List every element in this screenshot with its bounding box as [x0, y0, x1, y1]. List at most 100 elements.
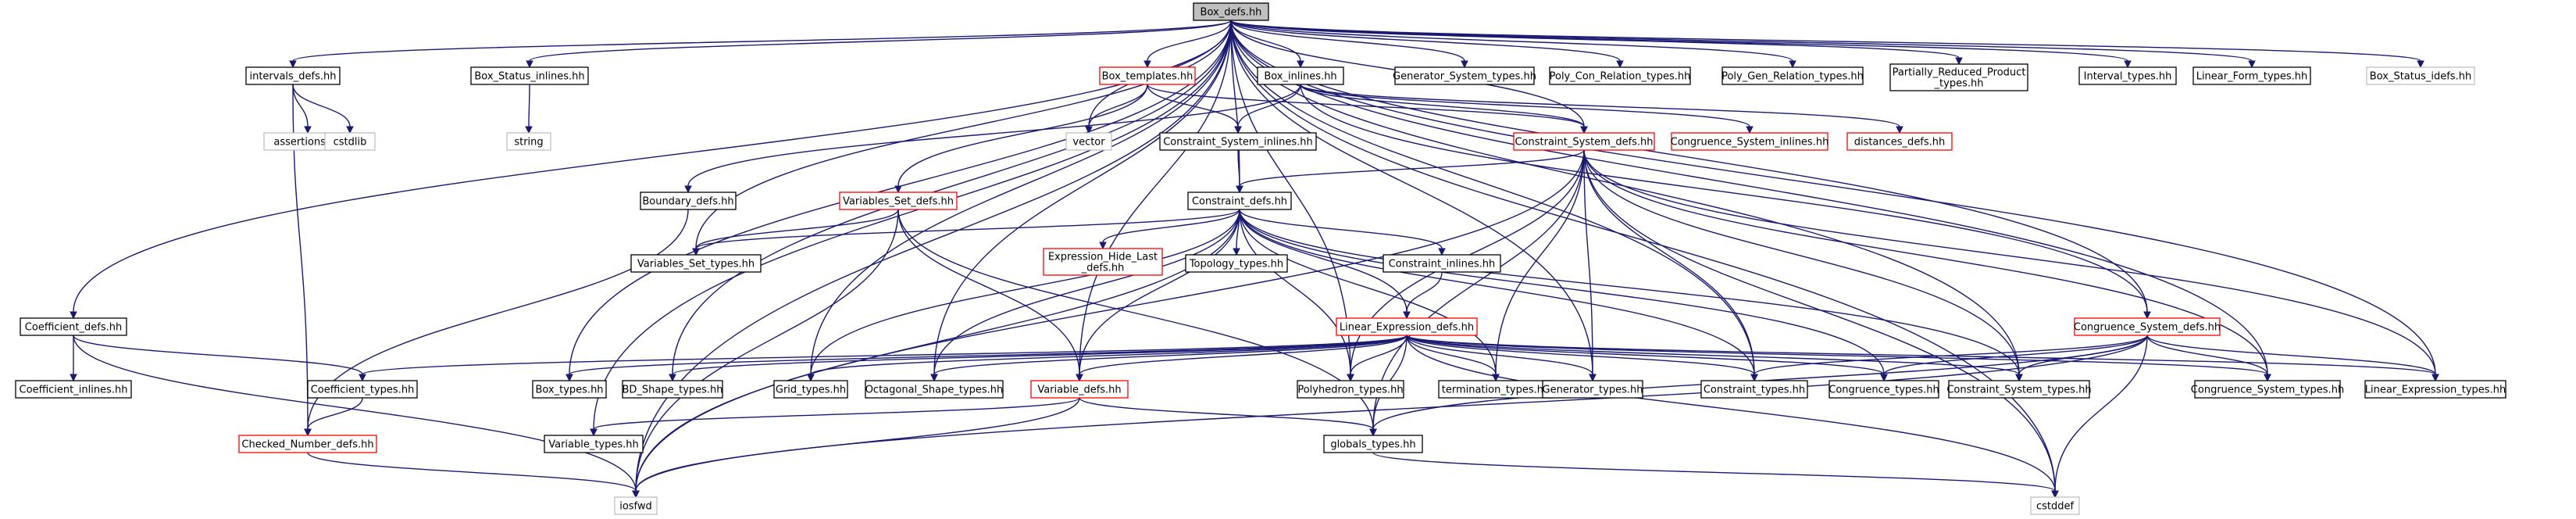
- node-box-types[interactable]: Box_types.hh: [532, 380, 607, 399]
- node-partially-reduced-product-types[interactable]: Partially_Reduced_Product_types.hh: [1889, 63, 2028, 91]
- node-poly-con-relation-types[interactable]: Poly_Con_Relation_types.hh: [1549, 66, 1691, 85]
- node-constraint-system-inlines[interactable]: Constraint_System_inlines.hh: [1159, 132, 1317, 151]
- node-expression-hide-last-defs[interactable]: Expression_Hide_Last_defs.hh: [1043, 248, 1163, 276]
- node-variables-set-defs[interactable]: Variables_Set_defs.hh: [839, 191, 958, 210]
- node-coefficient-defs[interactable]: Coefficient_defs.hh: [20, 317, 127, 336]
- node-box-templates[interactable]: Box_templates.hh: [1099, 66, 1196, 85]
- node-label: Constraint_defs.hh: [1192, 196, 1287, 208]
- node-polyhedron-types[interactable]: Polyhedron_types.hh: [1297, 380, 1404, 399]
- node-constraint-types[interactable]: Constraint_types.hh: [1700, 380, 1808, 399]
- arrowhead-box_inlines-to-constraint_system_inlines: [1234, 126, 1242, 134]
- edge-box_defs-to-box_status_inlines: [529, 20, 1232, 62]
- edge-constraint_defs-to-grid_types: [810, 209, 1240, 375]
- node-termination-types[interactable]: termination_types.hh: [1438, 380, 1554, 399]
- node-box: [2366, 66, 2475, 85]
- node-boundary-defs[interactable]: Boundary_defs.hh: [640, 191, 737, 210]
- edge-linear_expression_defs-to-constraint_types: [1406, 335, 1755, 375]
- node-bd-shape-types[interactable]: BD_Shape_types.hh: [622, 380, 723, 399]
- arrowhead-linear_expression_defs-to-bd_shape_types: [669, 374, 676, 382]
- node-intervals-defs[interactable]: intervals_defs.hh: [245, 66, 341, 85]
- edge-constraint_system_defs-to-constraint_system_types: [1583, 149, 2020, 375]
- node-topology-types[interactable]: Topology_types.hh: [1185, 254, 1288, 273]
- arrowhead-linear_expression_defs-to-octagonal_shape_types: [930, 374, 938, 382]
- node-label-line: _types.hh: [1934, 78, 1984, 90]
- node-label: Box_Status_idefs.hh: [2370, 71, 2471, 83]
- header-file-nodes: Box_defs.hh intervals_defs.hh Box_Status_i…: [15, 2, 2506, 515]
- node-box-inlines[interactable]: Box_inlines.hh: [1257, 66, 1344, 85]
- edge-box_defs-to-poly_gen_relation_types: [1230, 20, 1793, 62]
- edge-constraint_system_defs-to-constraint_types: [1583, 149, 1755, 375]
- node-distances-defs[interactable]: distances_defs.hh: [1846, 132, 1953, 151]
- arrowhead-congruence_system_defs-to-constraint_system_types: [2015, 374, 2023, 382]
- node-constraint-system-types[interactable]: Constraint_System_types.hh: [1946, 380, 2092, 399]
- node-label: Grid_types.hh: [776, 385, 846, 396]
- arrowhead-variable_defs-to-variable_types: [590, 428, 598, 437]
- node-label-line: Box_inlines.hh: [1264, 71, 1336, 83]
- node-congruence-system-types[interactable]: Congruence_System_types.hh: [2191, 380, 2344, 399]
- arrowhead-constraint_system_defs-to-constraint_defs: [1236, 185, 1243, 194]
- edge-congruence_system_defs-to-linear_expression_types: [2146, 335, 2436, 375]
- arrowhead-constraint_defs-to-constraint_inlines: [1438, 248, 1446, 256]
- edge-constraint_defs-to-variables_set_types: [695, 209, 1240, 249]
- node-box: [1700, 380, 1808, 399]
- node-label: Box_inlines.hh: [1264, 71, 1336, 83]
- node-congruence-types[interactable]: Congruence_types.hh: [1829, 380, 1939, 399]
- arrowhead-box_templates-to-variables_set_defs: [894, 185, 902, 194]
- node-box-defs[interactable]: Box_defs.hh: [1193, 2, 1269, 21]
- node-generator-system-types[interactable]: Generator_System_types.hh: [1393, 66, 1536, 85]
- edge-constraint_system_inlines-to-constraint_defs: [1237, 149, 1240, 187]
- node-constraint-system-defs[interactable]: Constraint_System_defs.hh: [1513, 132, 1655, 151]
- node-checked-number-defs[interactable]: Checked_Number_defs.hh: [238, 435, 377, 453]
- node-coefficient-inlines[interactable]: Coefficient_inlines.hh: [15, 380, 132, 399]
- node-label-line: Interval_types.hh: [2084, 71, 2172, 83]
- node-label-line: Constraint_defs.hh: [1192, 196, 1287, 208]
- node-label: Variable_defs.hh: [1037, 385, 1121, 396]
- edge-box_defs-to-box_templates: [1147, 20, 1232, 62]
- node-label-line: _defs.hh: [1081, 263, 1125, 274]
- node-grid-types[interactable]: Grid_types.hh: [773, 380, 848, 399]
- arrowhead-globals_types-to-cstddef: [2051, 490, 2059, 499]
- node-octagonal-shape-types[interactable]: Octagonal_Shape_types.hh: [865, 380, 1004, 399]
- arrowhead-linear_expression_defs-to-generator_types: [1589, 374, 1597, 382]
- node-label-line: Congruence_types.hh: [1829, 385, 1939, 396]
- node-label: distances_defs.hh: [1854, 137, 1946, 149]
- node-box: [20, 317, 127, 336]
- node-label-line: Variable_defs.hh: [1037, 385, 1121, 396]
- node-label-line: Constraint_inlines.hh: [1389, 259, 1496, 270]
- node-globals-types[interactable]: globals_types.hh: [1323, 435, 1423, 453]
- edge-constraint_defs-to-constraint_types: [1239, 209, 1755, 375]
- arrowhead-coefficient_types-to-checked_number_defs: [304, 428, 312, 437]
- node-linear-expression-types[interactable]: Linear_Expression_types.hh: [2364, 380, 2506, 399]
- node-coefficient-types[interactable]: Coefficient_types.hh: [307, 380, 418, 399]
- node-linear-expression-defs[interactable]: Linear_Expression_defs.hh: [1336, 317, 1478, 336]
- node-label-line: Coefficient_defs.hh: [25, 322, 122, 334]
- node-label: Box_Status_inlines.hh: [474, 71, 584, 83]
- node-label: Congruence_types.hh: [1829, 385, 1939, 396]
- node-variable-defs[interactable]: Variable_defs.hh: [1030, 380, 1129, 399]
- edge-variable_defs-to-iosfwd: [635, 397, 1080, 492]
- edge-constraint_defs-to-termination_types: [1239, 209, 1497, 375]
- node-constraint-inlines[interactable]: Constraint_inlines.hh: [1383, 254, 1501, 273]
- edge-constraint_system_defs-to-termination_types: [1495, 149, 1585, 375]
- node-box: [1323, 435, 1423, 453]
- node-congruence-system-defs[interactable]: Congruence_System_defs.hh: [2074, 317, 2221, 336]
- node-interval-types[interactable]: Interval_types.hh: [2078, 66, 2177, 85]
- node-box: [839, 191, 958, 210]
- node-label-line: Box_templates.hh: [1102, 71, 1193, 83]
- edge-intervals_defs-to-cstdlib: [292, 84, 351, 127]
- node-generator-types[interactable]: Generator_types.hh: [1542, 380, 1643, 399]
- arrowhead-box_defs-to-box_templates: [1144, 60, 1151, 69]
- node-poly-gen-relation-types[interactable]: Poly_Gen_Relation_types.hh: [1721, 66, 1864, 85]
- arrowhead-variable_defs-to-iosfwd: [632, 490, 640, 499]
- node-box-status-inlines[interactable]: Box_Status_inlines.hh: [470, 66, 589, 85]
- node-congruence-system-inlines[interactable]: Congruence_System_inlines.hh: [1671, 132, 1829, 151]
- arrowhead-box_inlines-to-boundary_defs: [684, 185, 692, 194]
- node-linear-form-types[interactable]: Linear_Form_types.hh: [2192, 66, 2311, 85]
- edge-globals_types-to-cstddef: [1372, 452, 2056, 492]
- node-variable-types[interactable]: Variable_types.hh: [544, 435, 644, 453]
- node-label-line: iosfwd: [619, 501, 652, 513]
- edge-variables_set_defs-to-variables_set_types: [695, 209, 899, 249]
- node-constraint-defs[interactable]: Constraint_defs.hh: [1187, 191, 1292, 210]
- node-variables-set-types[interactable]: Variables_Set_types.hh: [630, 254, 762, 273]
